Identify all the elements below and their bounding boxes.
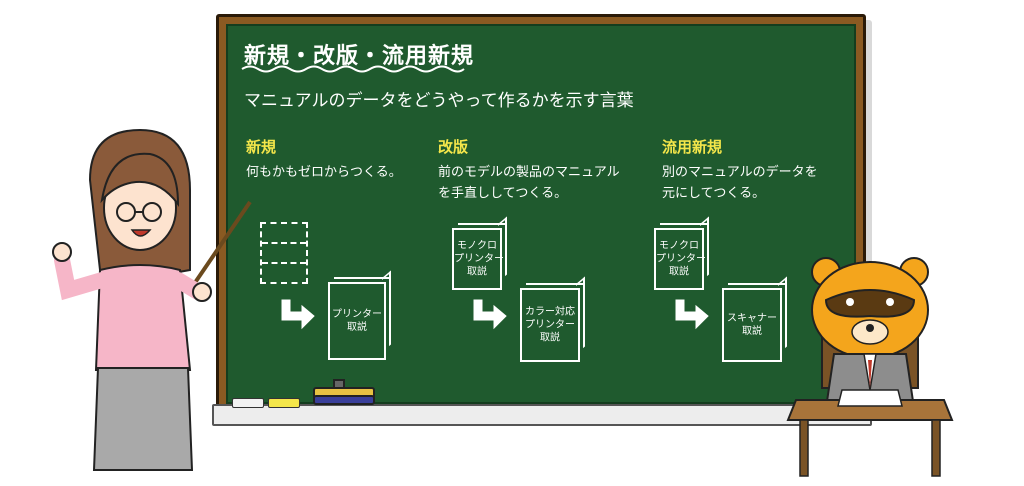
eraser-icon — [313, 379, 375, 405]
board-subtitle: マニュアルのデータをどうやって作るかを示す言葉 — [244, 91, 634, 111]
teacher-illustration — [52, 128, 252, 471]
heading-revision: 改版 — [438, 138, 469, 156]
blank-document — [260, 222, 308, 284]
mono-printer-manual-document: モノクロ プリンター 取説 — [452, 216, 507, 290]
description-new: 何もかもゼロからつくる。 — [246, 165, 402, 180]
mono-printer-manual-document: モノクロ プリンター 取説 — [654, 216, 709, 290]
chalk-yellow — [268, 398, 300, 408]
description-revision: 前のモデルの製品のマニュアル を手直ししてつくる。 — [438, 165, 620, 201]
heading-reuse-new: 流用新規 — [662, 138, 723, 156]
board-title: 新規・改版・流用新規 — [244, 44, 475, 69]
chalk-white — [232, 398, 264, 408]
heading-new: 新規 — [246, 138, 277, 156]
arrow-icon — [281, 299, 315, 330]
description-reuse-new: 別のマニュアルのデータを 元にしてつくる。 — [662, 165, 818, 201]
scanner-manual-document: スキャナー 取説 — [722, 276, 787, 362]
raccoon-student-illustration — [786, 257, 954, 477]
title-underline — [241, 65, 465, 73]
chalk-tray — [212, 404, 872, 426]
color-printer-manual-document: カラー対応 プリンター 取説 — [520, 276, 585, 362]
arrow-icon — [473, 299, 507, 330]
printer-manual-document: プリンター 取説 — [328, 270, 391, 360]
blackboard — [226, 24, 856, 404]
arrow-icon — [675, 299, 709, 330]
